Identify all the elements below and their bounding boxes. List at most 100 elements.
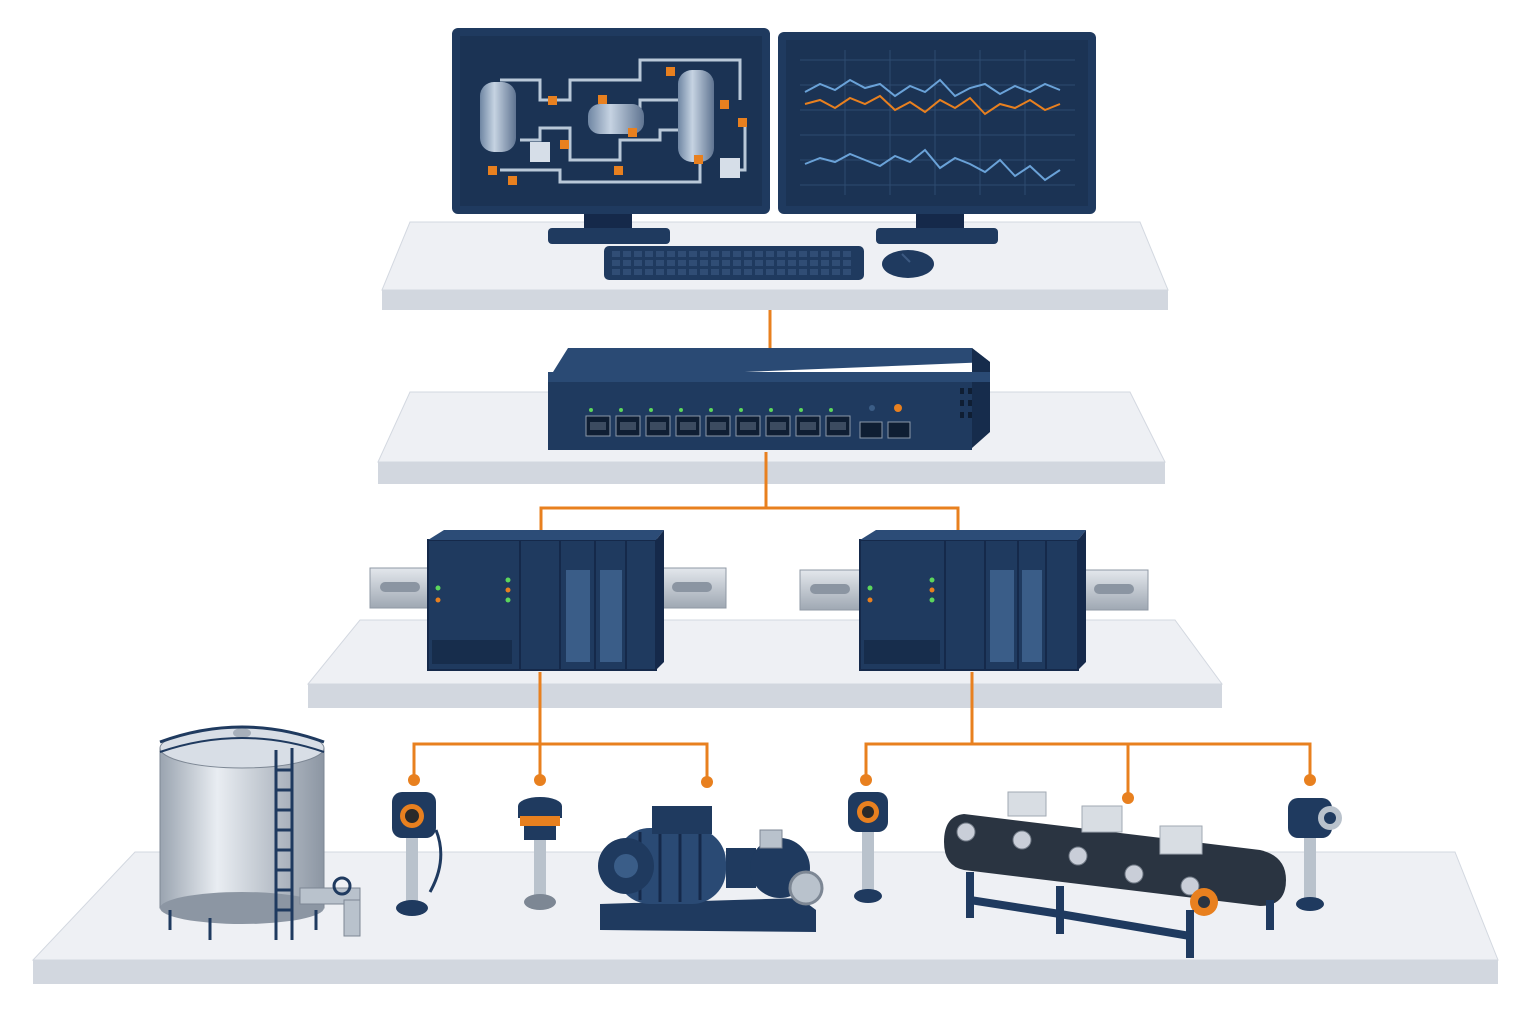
keyboard-key: [843, 251, 851, 257]
rj45-port-jack: [590, 422, 606, 430]
keyboard-key: [689, 269, 697, 275]
port-led: [649, 408, 653, 412]
keyboard-key: [667, 251, 675, 257]
plc-left: [427, 530, 664, 671]
rj45-port-jack: [650, 422, 666, 430]
rj45-port-jack: [770, 422, 786, 430]
keyboard-key: [667, 260, 675, 266]
keyboard-key: [700, 269, 708, 275]
pressure-transmitter-2: [848, 792, 888, 903]
cable-plc-right-flow: [972, 742, 1312, 778]
keyboard-key: [645, 251, 653, 257]
sfp-port: [887, 421, 911, 439]
port-led: [709, 408, 713, 412]
keyboard-key: [722, 260, 730, 266]
keyboard-key: [623, 251, 631, 257]
cable-plc-right-to-field: [864, 672, 974, 778]
trend-line-orange: [804, 94, 1061, 116]
rj45-port-jack: [830, 422, 846, 430]
sfp-port: [859, 421, 883, 439]
level-sensor: [518, 797, 562, 910]
cable-endpoints: [408, 774, 1316, 804]
keyboard-key: [722, 269, 730, 275]
keyboard-key: [766, 260, 774, 266]
keyboard-key: [799, 269, 807, 275]
storage-tank: [159, 725, 361, 940]
cable-switch-to-plcs: [539, 452, 768, 538]
conveyor-roller: [1124, 864, 1144, 884]
keyboard-key: [788, 260, 796, 266]
motor-pump: [598, 806, 824, 932]
keyboard-key: [744, 251, 752, 257]
conveyor-roller: [1180, 876, 1200, 896]
keyboard-key: [810, 269, 818, 275]
port-led: [679, 408, 683, 412]
keyboard-key: [810, 260, 818, 266]
keyboard-key: [656, 251, 664, 257]
conveyor: [944, 791, 1286, 958]
keyboard-key: [755, 269, 763, 275]
rj45-port-jack: [740, 422, 756, 430]
port-led: [769, 408, 773, 412]
keyboard-key: [766, 269, 774, 275]
keyboard-key: [843, 260, 851, 266]
handwheel-icon: [332, 876, 352, 896]
keyboard-key: [667, 269, 675, 275]
keyboard-key: [821, 269, 829, 275]
keyboard-key: [678, 260, 686, 266]
keyboard-key: [821, 251, 829, 257]
keyboard-key: [700, 251, 708, 257]
pressure-transmitter: [392, 792, 443, 916]
port-led: [829, 408, 833, 412]
keyboard: [604, 246, 864, 280]
conveyor-roller: [1012, 830, 1032, 850]
keyboard-key: [634, 260, 642, 266]
keyboard-key: [733, 269, 741, 275]
trend-line-blue-top: [804, 78, 1061, 98]
keyboard-key: [832, 260, 840, 266]
keyboard-key: [733, 260, 741, 266]
keyboard-key: [766, 251, 774, 257]
keyboard-key: [678, 251, 686, 257]
rj45-port-jack: [710, 422, 726, 430]
keyboard-key: [777, 269, 785, 275]
mouse: [882, 250, 934, 278]
keyboard-key: [810, 251, 818, 257]
keyboard-key: [612, 269, 620, 275]
keyboard-key: [788, 251, 796, 257]
keyboard-key: [832, 269, 840, 275]
keyboard-key: [711, 260, 719, 266]
cable-plc-left-pump: [540, 742, 709, 780]
keyboard-key: [722, 251, 730, 257]
keyboard-key: [634, 251, 642, 257]
keyboard-key: [788, 269, 796, 275]
flow-transmitter: [1288, 798, 1342, 911]
keyboard-key: [689, 251, 697, 257]
trend-monitor: [778, 32, 1096, 244]
keyboard-key: [623, 269, 631, 275]
process-hmi-monitor: [452, 28, 770, 244]
keyboard-key: [821, 260, 829, 266]
port-led: [589, 408, 593, 412]
port-led: [739, 408, 743, 412]
conveyor-roller: [1068, 846, 1088, 866]
keyboard-key: [755, 260, 763, 266]
trend-line-blue-bottom: [804, 148, 1061, 182]
keyboard-key: [777, 251, 785, 257]
keyboard-key: [755, 251, 763, 257]
keyboard-key: [711, 269, 719, 275]
plc-right: [859, 530, 1086, 671]
conveyor-roller: [956, 822, 976, 842]
cable-plc-left-to-field: [412, 672, 542, 778]
cable-switch-to-plc-right: [766, 506, 960, 538]
keyboard-key: [678, 269, 686, 275]
rj45-port-jack: [620, 422, 636, 430]
ethernet-switch: [548, 348, 990, 450]
network-cables: [412, 310, 1312, 796]
keyboard-key: [799, 251, 807, 257]
keyboard-key: [832, 251, 840, 257]
port-led: [619, 408, 623, 412]
keyboard-key: [645, 269, 653, 275]
keyboard-key: [689, 260, 697, 266]
